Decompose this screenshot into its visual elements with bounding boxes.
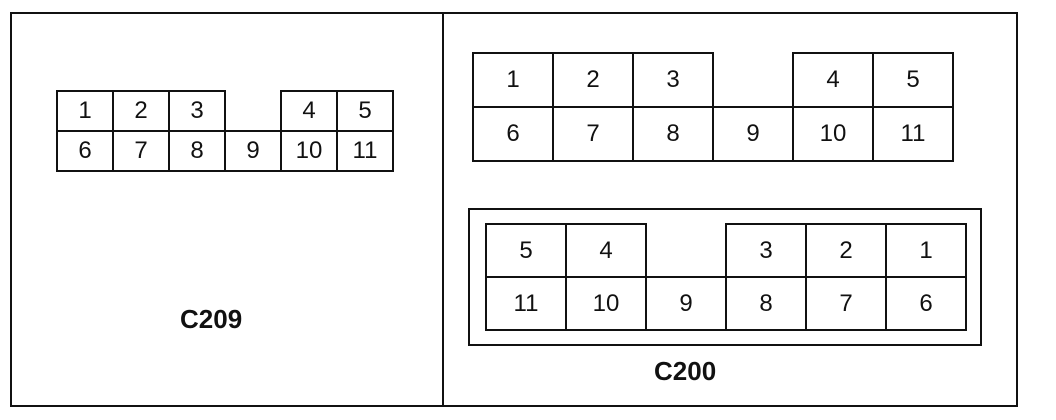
c200-housing-pin-8: 8: [725, 276, 807, 331]
c200-housing-bottom-row: 11 10 9 8 7 6: [485, 276, 967, 331]
c200-mating-pin-2: 2: [552, 52, 634, 108]
c209-pin-8: 8: [168, 130, 226, 172]
c209-pin-11: 11: [336, 130, 394, 172]
c200-housing-top-row: 5 4 3 2 1: [485, 223, 967, 278]
c200-housing-pin-10: 10: [565, 276, 647, 331]
c209-panel: [10, 12, 444, 407]
c200-mating-pin-5: 5: [872, 52, 954, 108]
c200-housing-pin-7: 7: [805, 276, 887, 331]
c200-housing-pin-9: 9: [645, 276, 727, 331]
c200-label: C200: [654, 356, 717, 386]
c200-mating-pin-4: 4: [792, 52, 874, 108]
c209-pin-10: 10: [280, 130, 338, 172]
c209-pin-2: 2: [112, 90, 170, 132]
c209-pin-7: 7: [112, 130, 170, 172]
c209-pin-6: 6: [56, 130, 114, 172]
c200-mating-pin-10: 10: [792, 106, 874, 162]
c200-mating-pin-6: 6: [472, 106, 554, 162]
c200-mating-pin-9: 9: [712, 106, 794, 162]
c200-mating-pin-3: 3: [632, 52, 714, 108]
c200-housing-pin-11: 11: [485, 276, 567, 331]
c209-top-row: 1 2 3 4 5: [56, 90, 394, 132]
c209-pin-1: 1: [56, 90, 114, 132]
c200-housing-key-gap: [645, 223, 727, 278]
c200-housing-pin-6: 6: [885, 276, 967, 331]
c200-housing-pin-5: 5: [485, 223, 567, 278]
c209-pin-3: 3: [168, 90, 226, 132]
c200-housing-pin-1: 1: [885, 223, 967, 278]
c200-mating-bottom-row: 6 7 8 9 10 11: [472, 106, 954, 162]
c209-pin-9: 9: [224, 130, 282, 172]
c200-mating-key-gap: [712, 52, 794, 108]
c200-mating-top-row: 1 2 3 4 5: [472, 52, 954, 108]
c200-mating-pin-8: 8: [632, 106, 714, 162]
c200-housing-outline: [468, 208, 982, 346]
c200-housing-pin-2: 2: [805, 223, 887, 278]
c200-mating-pin-7: 7: [552, 106, 634, 162]
c209-bottom-row: 6 7 8 9 10 11: [56, 130, 394, 172]
c200-mating-pin-1: 1: [472, 52, 554, 108]
c200-housing-pin-3: 3: [725, 223, 807, 278]
c209-pin-4: 4: [280, 90, 338, 132]
c209-pin-5: 5: [336, 90, 394, 132]
c200-panel: [442, 12, 1018, 407]
c209-key-gap: [224, 90, 282, 132]
c200-mating-pin-11: 11: [872, 106, 954, 162]
c209-label: C209: [180, 304, 243, 334]
c200-housing-pin-4: 4: [565, 223, 647, 278]
